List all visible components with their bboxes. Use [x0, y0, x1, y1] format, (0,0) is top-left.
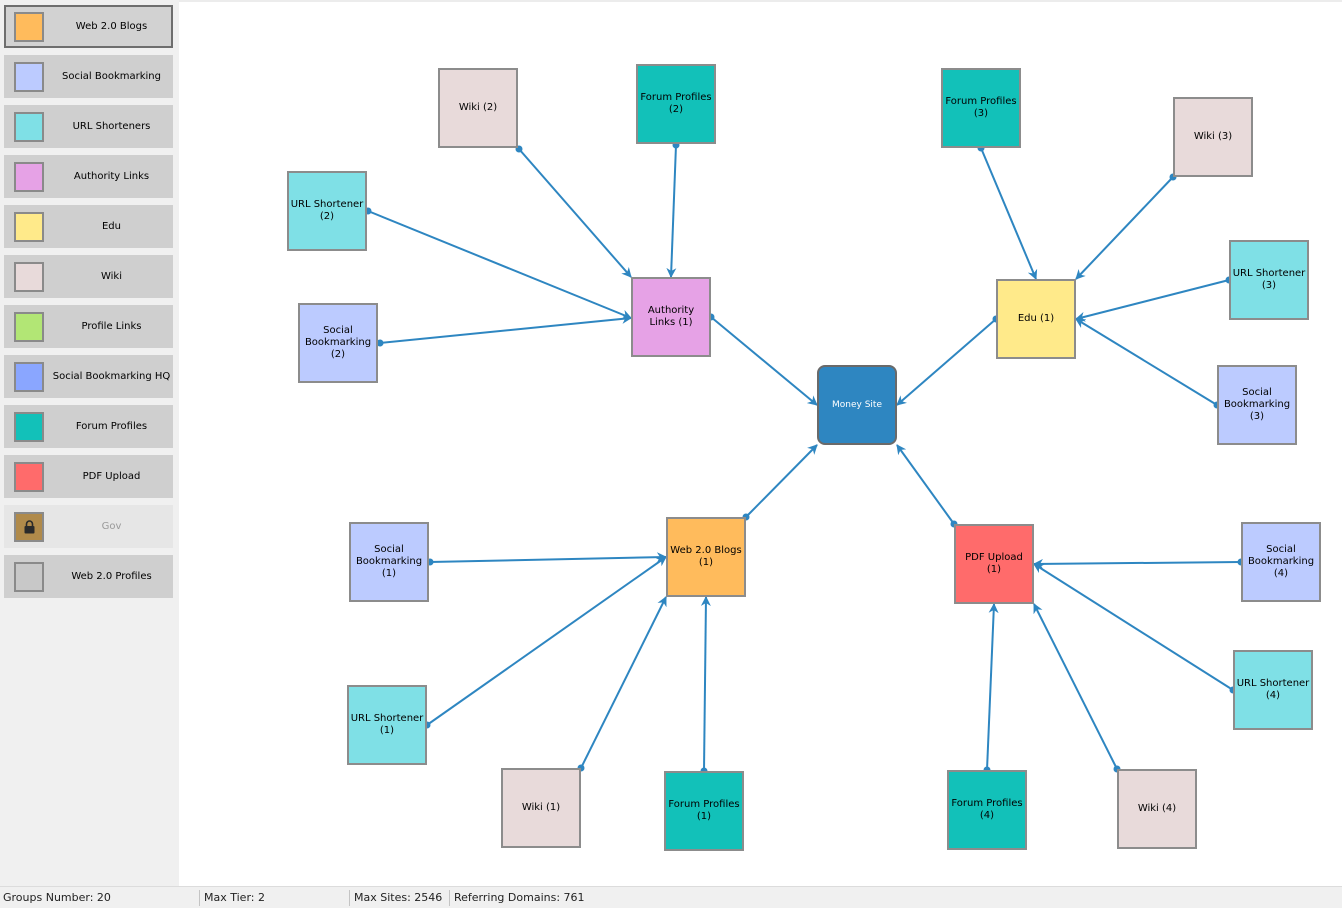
palette-item-label: URL Shorteners: [72, 121, 151, 132]
node-forum-profiles-4[interactable]: Forum Profiles (4): [947, 770, 1027, 850]
node-wiki-3[interactable]: Wiki (3): [1173, 97, 1253, 177]
node-wiki-2[interactable]: Wiki (2): [438, 68, 518, 148]
color-swatch: [14, 112, 44, 142]
node-web20-blogs-1[interactable]: Web 2.0 Blogs (1): [666, 517, 746, 597]
palette-item-label: Gov: [101, 521, 122, 532]
color-swatch: [14, 562, 44, 592]
color-swatch: [14, 262, 44, 292]
palette-item-social-bookmarking[interactable]: Social Bookmarking: [4, 55, 173, 98]
color-swatch: [14, 212, 44, 242]
palette-item-label: Web 2.0 Profiles: [71, 571, 152, 582]
palette-item-label: Forum Profiles: [75, 421, 148, 432]
node-url-shortener-3[interactable]: URL Shortener (3): [1229, 240, 1309, 320]
node-authority-links-1[interactable]: Authority Links (1): [631, 277, 711, 357]
palette-item-label: PDF Upload: [82, 471, 141, 482]
status-max-sites: Max Sites: 2546: [354, 891, 443, 904]
node-social-bookmarking-2[interactable]: Social Bookmarking (2): [298, 303, 378, 383]
node-money-site[interactable]: Money Site: [817, 365, 897, 445]
node-edu-1[interactable]: Edu (1): [996, 279, 1076, 359]
palette-item-label: Social Bookmarking: [62, 71, 161, 82]
node-wiki-4[interactable]: Wiki (4): [1117, 769, 1197, 849]
node-url-shortener-2[interactable]: URL Shortener (2): [287, 171, 367, 251]
palette-item-authority-links[interactable]: Authority Links: [4, 155, 173, 198]
color-swatch: [14, 62, 44, 92]
node-forum-profiles-1[interactable]: Forum Profiles (1): [664, 771, 744, 851]
color-swatch: [14, 162, 44, 192]
palette-item-pdf-upload[interactable]: PDF Upload: [4, 455, 173, 498]
palette-item-forum-profiles[interactable]: Forum Profiles: [4, 405, 173, 448]
palette-item-label: Authority Links: [73, 171, 150, 182]
node-wiki-1[interactable]: Wiki (1): [501, 768, 581, 848]
palette-item-web-2-0-blogs[interactable]: Web 2.0 Blogs: [4, 5, 173, 48]
color-swatch: [14, 362, 44, 392]
palette-item-label: Wiki: [100, 271, 122, 282]
status-bar: Groups Number: 20 Max Tier: 2 Max Sites:…: [0, 886, 1342, 908]
lock-icon: [24, 520, 35, 534]
node-forum-profiles-2[interactable]: Forum Profiles (2): [636, 64, 716, 144]
status-separator: [349, 890, 350, 906]
palette-item-wiki[interactable]: Wiki: [4, 255, 173, 298]
palette-item-url-shorteners[interactable]: URL Shorteners: [4, 105, 173, 148]
node-url-shortener-1[interactable]: URL Shortener (1): [347, 685, 427, 765]
status-referring-domains: Referring Domains: 761: [454, 891, 585, 904]
node-social-bookmarking-3[interactable]: Social Bookmarking (3): [1217, 365, 1297, 445]
palette-item-web-2-0-profiles[interactable]: Web 2.0 Profiles: [4, 555, 173, 598]
palette-item-label: Edu: [101, 221, 121, 232]
node-forum-profiles-3[interactable]: Forum Profiles (3): [941, 68, 1021, 148]
palette-item-social-bookmarking-hq[interactable]: Social Bookmarking HQ: [4, 355, 173, 398]
palette-item-gov: Gov: [4, 505, 173, 548]
node-social-bookmarking-4[interactable]: Social Bookmarking (4): [1241, 522, 1321, 602]
palette-item-profile-links[interactable]: Profile Links: [4, 305, 173, 348]
palette-item-edu[interactable]: Edu: [4, 205, 173, 248]
status-separator: [199, 890, 200, 906]
palette-item-label: Social Bookmarking HQ: [52, 371, 171, 382]
node-url-shortener-4[interactable]: URL Shortener (4): [1233, 650, 1313, 730]
palette-item-label: Profile Links: [81, 321, 142, 332]
color-swatch: [14, 12, 44, 42]
node-social-bookmarking-1[interactable]: Social Bookmarking (1): [349, 522, 429, 602]
palette-item-label: Web 2.0 Blogs: [75, 21, 148, 32]
node-pdf-upload-1[interactable]: PDF Upload (1): [954, 524, 1034, 604]
status-groups-number: Groups Number: 20: [3, 891, 111, 904]
status-separator: [449, 890, 450, 906]
color-swatch: [14, 512, 44, 542]
status-max-tier: Max Tier: 2: [204, 891, 265, 904]
color-swatch: [14, 312, 44, 342]
color-swatch: [14, 462, 44, 492]
color-swatch: [14, 412, 44, 442]
